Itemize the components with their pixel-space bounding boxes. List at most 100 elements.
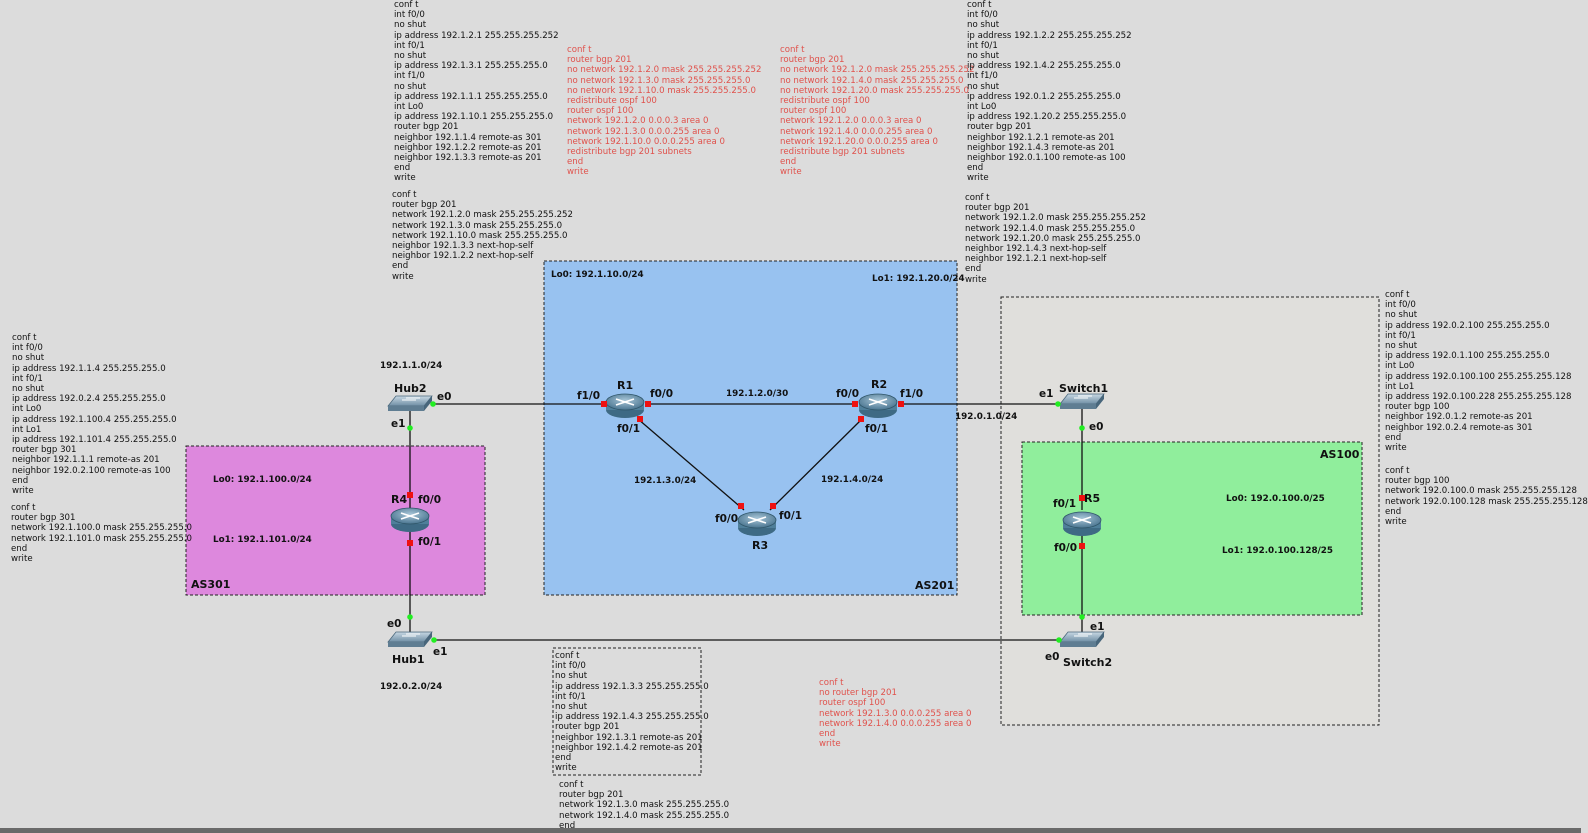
switch-icon <box>1059 631 1105 647</box>
switch1[interactable] <box>1059 393 1105 409</box>
hub1[interactable] <box>387 631 433 647</box>
r5-f01-label: f0/1 <box>1053 498 1076 510</box>
r1-lo0-label: Lo0: 192.1.10.0/24 <box>551 270 644 280</box>
r3-config-note[interactable]: conf t int f0/0 no shut ip address 192.1… <box>555 651 709 774</box>
port-indicators <box>407 401 1085 643</box>
r2-config-note[interactable]: conf t int f0/0 no shut ip address 192.1… <box>967 0 1132 184</box>
r3-ospf-note[interactable]: conf t no router bgp 201 router ospf 100… <box>819 678 972 750</box>
r5-f00-label: f0/0 <box>1054 542 1077 554</box>
r2-lo1-label: Lo1: 192.1.20.0/24 <box>872 274 965 284</box>
r5-lo1-label: Lo1: 192.0.100.128/25 <box>1222 546 1333 556</box>
r5-config-note[interactable]: conf t int f0/0 no shut ip address 192.0… <box>1385 290 1572 454</box>
r1-bgp-note[interactable]: conf t router bgp 201 network 192.1.2.0 … <box>392 190 573 282</box>
port-dot-r3-f00 <box>738 503 744 509</box>
as301-label: AS301 <box>191 578 230 591</box>
as100-label: AS100 <box>1320 448 1360 461</box>
r5-bgp-note[interactable]: conf t router bgp 100 network 192.0.100.… <box>1385 466 1588 528</box>
port-dot-r5-f00 <box>1079 543 1085 549</box>
net-r1-r2-label: 192.1.2.0/30 <box>726 389 788 399</box>
r2-ospf-note[interactable]: conf t router bgp 201 no network 192.1.2… <box>780 45 975 178</box>
r4-lo0-label: Lo0: 192.1.100.0/24 <box>213 475 312 485</box>
router-r2[interactable] <box>858 393 898 418</box>
router-r4[interactable] <box>390 507 430 532</box>
r1-label: R1 <box>617 379 633 392</box>
port-dot-r2-f10 <box>898 401 904 407</box>
port-dot-hub2-e1 <box>407 425 413 431</box>
r4-f00-label: f0/0 <box>418 494 441 506</box>
net-hub1-label: 192.0.2.0/24 <box>380 682 442 692</box>
port-dot-hub2-e0 <box>430 401 436 407</box>
port-dot-sw1-e1 <box>1055 401 1061 407</box>
net-r2-sw1-label: 192.0.1.0/24 <box>955 412 1017 422</box>
r5-lo0-label: Lo0: 192.0.100.0/25 <box>1226 494 1325 504</box>
switch-icon <box>1059 393 1105 409</box>
r4-bgp-note[interactable]: conf t router bgp 301 network 192.1.100.… <box>11 503 192 565</box>
r4-label: R4 <box>391 493 407 506</box>
hub2-label: Hub2 <box>394 382 427 395</box>
switch2-label: Switch2 <box>1063 656 1112 669</box>
r3-f01-label: f0/1 <box>779 510 802 522</box>
router-icon <box>737 511 777 536</box>
switch-icon <box>387 631 433 647</box>
as201-label: AS201 <box>915 579 954 592</box>
r1-f00-label: f0/0 <box>650 388 673 400</box>
sw1-e1-label: e1 <box>1039 388 1053 400</box>
sw2-e1-label: e1 <box>1090 621 1104 633</box>
r2-f10-label: f1/0 <box>900 388 923 400</box>
r2-f00-label: f0/0 <box>836 388 859 400</box>
hub1-e0-label: e0 <box>387 618 401 630</box>
r3-f00-label: f0/0 <box>715 513 738 525</box>
link-r2-r3 <box>769 418 863 511</box>
hub1-e1-label: e1 <box>433 646 447 658</box>
r3-label: R3 <box>752 539 768 552</box>
r3-bgp-note[interactable]: conf t router bgp 201 network 192.1.3.0 … <box>559 780 730 831</box>
r2-f01-label: f0/1 <box>865 423 888 435</box>
router-r5[interactable] <box>1062 511 1102 536</box>
switch2[interactable] <box>1059 631 1105 647</box>
port-dot-sw2-e1 <box>1079 614 1085 620</box>
sw1-e0-label: e0 <box>1089 421 1103 433</box>
router-icon <box>858 393 898 418</box>
router-r1[interactable] <box>605 393 645 418</box>
port-dot-r3-f01 <box>770 503 776 509</box>
port-dot-r2-f01 <box>858 416 864 422</box>
r4-config-note[interactable]: conf t int f0/0 no shut ip address 192.1… <box>12 333 177 497</box>
r4-f01-label: f0/1 <box>418 536 441 548</box>
port-dot-r1-f10 <box>601 401 607 407</box>
as301-area[interactable] <box>185 445 486 596</box>
router-icon <box>605 393 645 418</box>
r1-f01-label: f0/1 <box>617 423 640 435</box>
router-icon <box>1062 511 1102 536</box>
port-dot-sw1-e0 <box>1079 425 1085 431</box>
router-icon <box>390 507 430 532</box>
r1-config-note[interactable]: conf t int f0/0 no shut ip address 192.1… <box>394 0 559 184</box>
port-dot-r1-f00 <box>645 401 651 407</box>
as201-area[interactable] <box>543 260 958 596</box>
router-r3[interactable] <box>737 511 777 536</box>
hub2-e1-label: e1 <box>391 418 405 430</box>
net-r2-r3-label: 192.1.4.0/24 <box>821 475 883 485</box>
port-dot-r2-f00 <box>852 401 858 407</box>
port-dot-r4-f00 <box>407 492 413 498</box>
hub1-label: Hub1 <box>392 653 425 666</box>
switch-icon <box>387 395 433 411</box>
hub2[interactable] <box>387 395 433 411</box>
r4-lo1-label: Lo1: 192.1.101.0/24 <box>213 535 312 545</box>
link-r1-r3 <box>637 418 745 511</box>
port-dot-r1-f01 <box>637 416 643 422</box>
hub2-e0-label: e0 <box>437 391 451 403</box>
port-dot-sw2-e0 <box>1056 637 1062 643</box>
port-dot-hub1-e0 <box>407 614 413 620</box>
r2-bgp-note[interactable]: conf t router bgp 201 network 192.1.2.0 … <box>965 193 1146 285</box>
port-dot-hub1-e1 <box>431 637 437 643</box>
r1-ospf-note[interactable]: conf t router bgp 201 no network 192.1.2… <box>567 45 762 178</box>
r1-f10-label: f1/0 <box>577 390 600 402</box>
bottom-scrollbar[interactable] <box>0 828 1581 833</box>
net-hub2-label: 192.1.1.0/24 <box>380 361 442 371</box>
r5-label: R5 <box>1084 492 1100 505</box>
r2-label: R2 <box>871 378 887 391</box>
net-r1-r3-label: 192.1.3.0/24 <box>634 476 696 486</box>
r3-config-box <box>552 647 702 776</box>
switch1-label: Switch1 <box>1059 382 1108 395</box>
